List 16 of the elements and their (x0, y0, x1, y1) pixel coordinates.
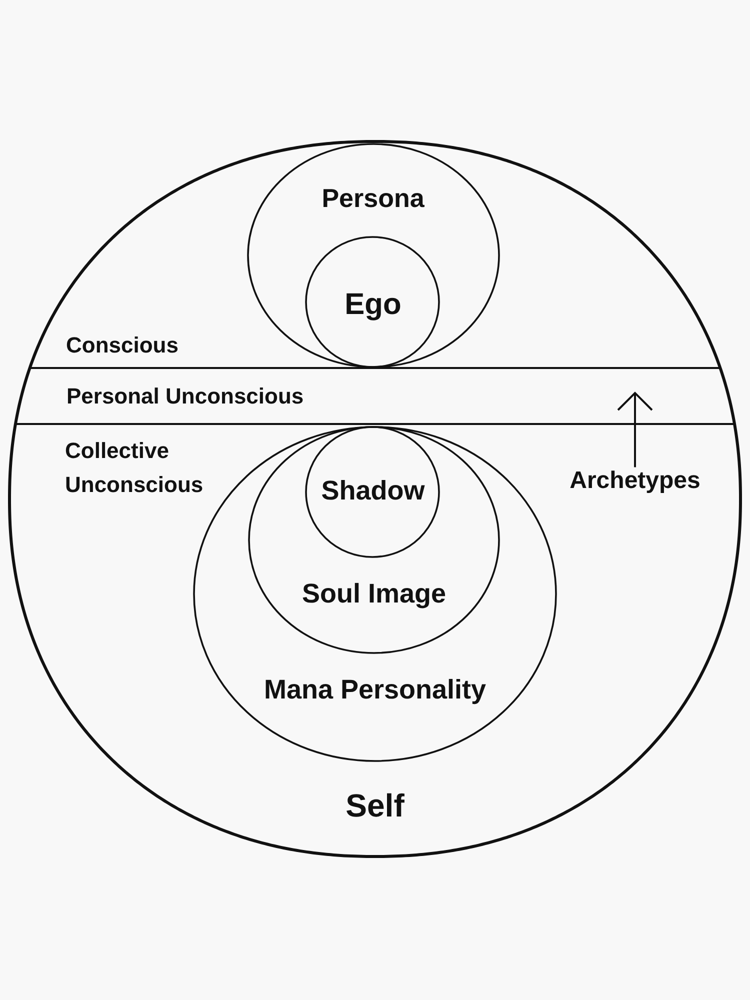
node-label: Soul Image (302, 578, 446, 610)
node-label: Shadow (321, 475, 425, 507)
node-label: Self (346, 788, 404, 824)
circle-region (247, 143, 500, 368)
node-label: Mana Personality (264, 674, 486, 706)
region-label: Collective Unconscious (65, 437, 204, 499)
node-label: Ego (344, 288, 402, 322)
circle-region (248, 426, 500, 654)
band-region (15, 367, 735, 425)
region-label: Conscious (66, 332, 178, 358)
circle-region (305, 236, 440, 368)
circle-region (305, 426, 440, 558)
text-label: Archetypes (570, 467, 700, 495)
arrow (617, 392, 653, 468)
node-label: Persona (322, 184, 424, 214)
node-label: Personal Unconscious (66, 383, 304, 409)
